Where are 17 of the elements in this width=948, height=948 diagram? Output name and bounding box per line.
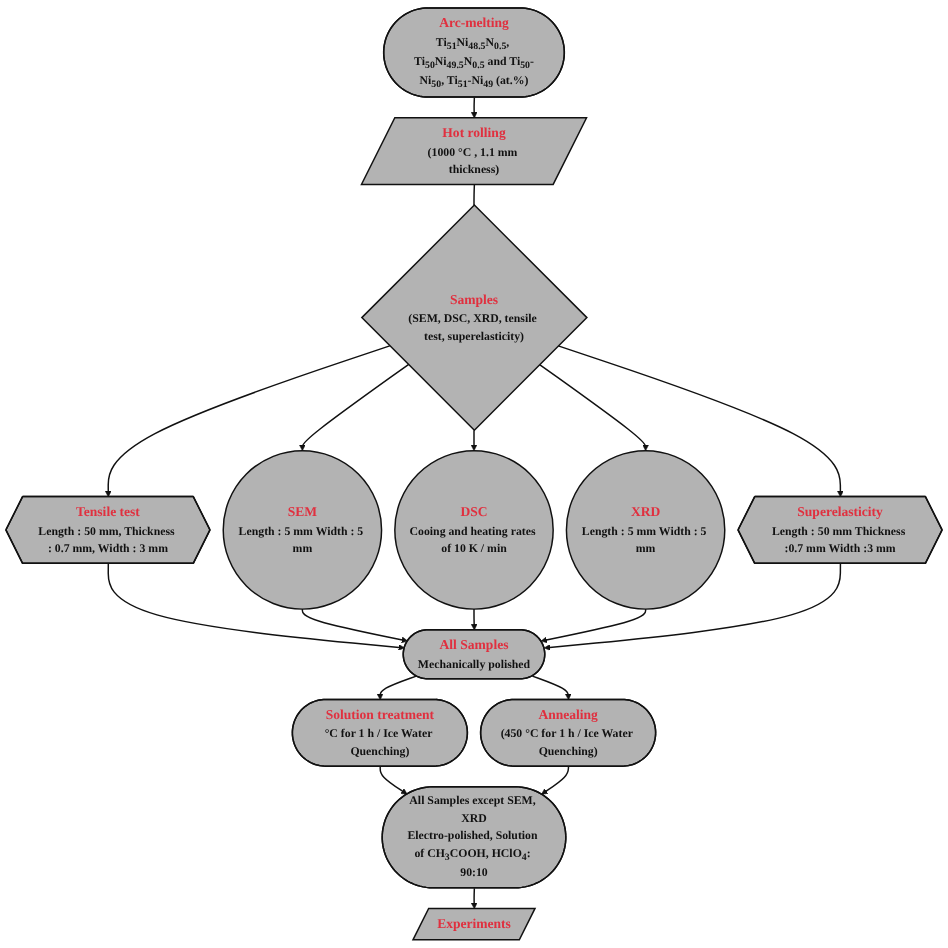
arrow bbox=[543, 563, 842, 651]
arrow bbox=[470, 887, 478, 910]
arrow bbox=[538, 364, 649, 452]
arrow bbox=[299, 364, 410, 452]
connector bbox=[473, 184, 476, 206]
arrow bbox=[470, 608, 478, 631]
arrow bbox=[379, 765, 408, 795]
arrow bbox=[376, 675, 418, 701]
arrow bbox=[541, 765, 570, 795]
arrow bbox=[540, 608, 647, 644]
arrow bbox=[105, 345, 391, 498]
arrow bbox=[531, 675, 572, 701]
arrow bbox=[557, 345, 844, 498]
arrow bbox=[107, 563, 405, 651]
arrow bbox=[301, 608, 408, 644]
arrow bbox=[470, 96, 478, 119]
arrow bbox=[470, 429, 478, 452]
